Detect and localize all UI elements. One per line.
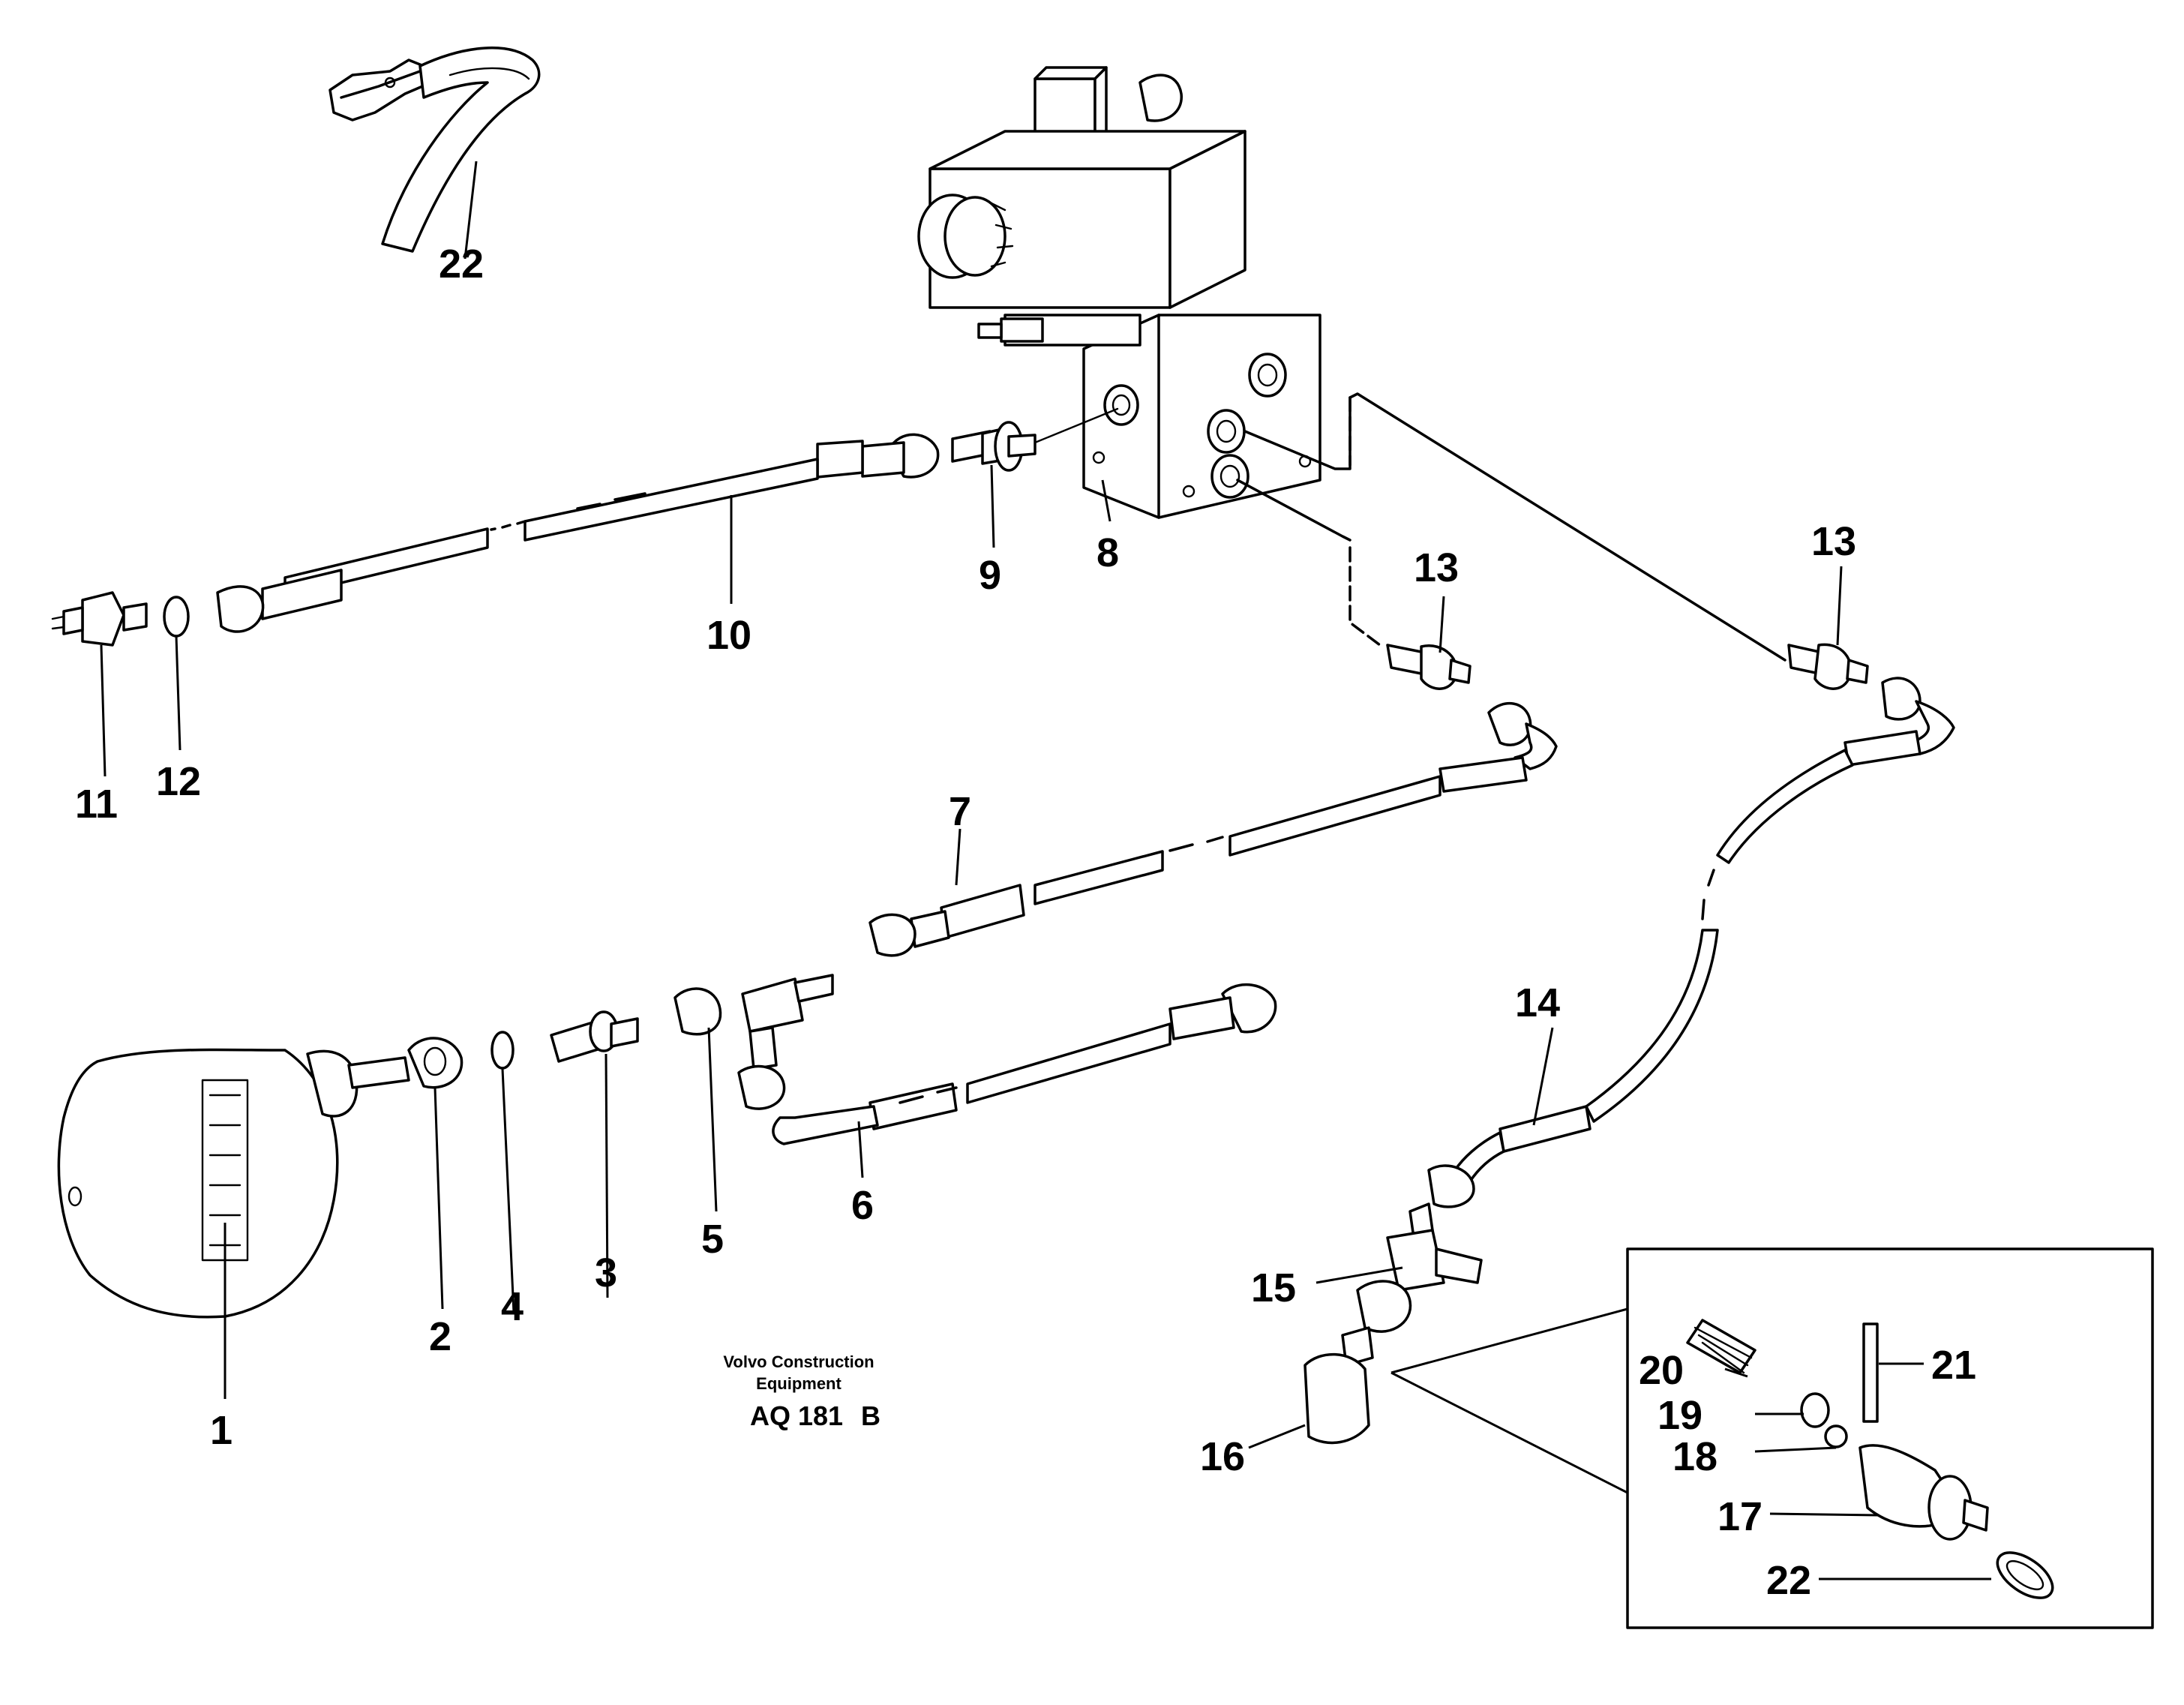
callout-7: 7 xyxy=(949,789,971,834)
part-11-sensor xyxy=(51,591,148,647)
part-10-hose xyxy=(216,433,940,633)
callout-9: 9 xyxy=(979,553,1001,598)
part-7-hose xyxy=(868,701,1558,957)
part-6-hose xyxy=(772,983,1277,1145)
callout-12: 12 xyxy=(156,759,201,804)
part-14-hose xyxy=(1427,677,1955,1208)
callout-20: 20 xyxy=(1639,1348,1684,1393)
pilot-lines xyxy=(1236,392,1786,662)
caption-doc-rev: B xyxy=(861,1400,880,1431)
callout-leaders xyxy=(100,161,1991,1580)
drawing-caption: Volvo Construction Equipment AQ 181 B xyxy=(723,1352,880,1431)
part-3-adapter xyxy=(550,1010,639,1063)
part-2-nut xyxy=(407,1037,464,1089)
part-1-accumulator xyxy=(57,1048,410,1319)
part-4-washer xyxy=(490,1031,514,1070)
part-22-clamp xyxy=(328,47,541,253)
callout-4: 4 xyxy=(501,1284,524,1329)
callout-18: 18 xyxy=(1672,1434,1718,1479)
callout-13-left: 13 xyxy=(1414,545,1459,590)
callout-21: 21 xyxy=(1931,1343,1976,1388)
callout-2: 2 xyxy=(429,1314,452,1359)
callout-labels: 22 1 2 4 3 5 6 7 8 9 10 11 12 13 13 14 1… xyxy=(75,242,1976,1603)
callout-16: 16 xyxy=(1200,1434,1245,1479)
part-16-cap xyxy=(1304,1326,1374,1445)
callout-13-right: 13 xyxy=(1811,519,1856,564)
caption-company-line1: Volvo Construction xyxy=(723,1352,874,1371)
callout-6: 6 xyxy=(851,1183,874,1228)
callout-3: 3 xyxy=(595,1250,617,1295)
caption-doc-code: AQ 181 xyxy=(750,1400,843,1431)
callout-15: 15 xyxy=(1251,1265,1296,1310)
part-9-adapter xyxy=(951,407,1119,472)
callout-22-inset: 22 xyxy=(1766,1558,1811,1603)
caption-company-line2: Equipment xyxy=(756,1374,842,1393)
callout-5: 5 xyxy=(701,1217,724,1262)
callout-17: 17 xyxy=(1718,1494,1762,1539)
detail-inset xyxy=(1390,1247,2154,1629)
callout-8: 8 xyxy=(1096,530,1119,575)
callout-1: 1 xyxy=(210,1408,232,1453)
callout-22-top: 22 xyxy=(439,242,484,287)
callout-11: 11 xyxy=(75,782,118,827)
part-8-valve-block xyxy=(917,66,1322,519)
part-12-washer xyxy=(163,596,190,638)
part-5-tee xyxy=(674,974,834,1110)
callout-10: 10 xyxy=(706,613,752,658)
part-15-tee xyxy=(1356,1202,1483,1333)
part-13-adapter-left xyxy=(1386,644,1472,690)
callout-19: 19 xyxy=(1658,1393,1702,1438)
part-13-adapter-right xyxy=(1787,643,1869,690)
callout-14: 14 xyxy=(1515,980,1560,1025)
